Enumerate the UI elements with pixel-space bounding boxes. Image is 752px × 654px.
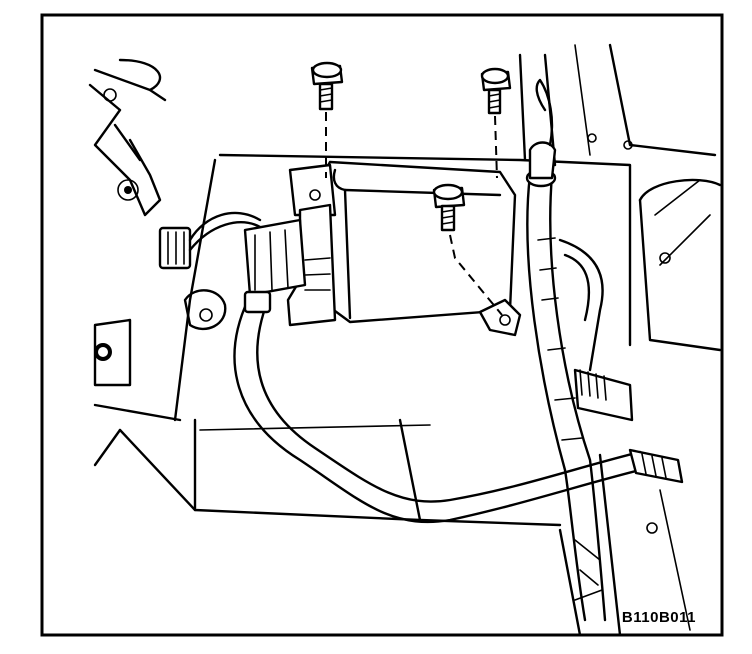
bolt-axis-line xyxy=(494,115,498,179)
floor-panel-structure xyxy=(93,43,722,637)
bolt-axis-line xyxy=(449,234,503,316)
mounting-boss xyxy=(93,289,227,387)
bolt-top-left xyxy=(310,61,344,111)
wiring-harness xyxy=(525,78,634,622)
bolt-center xyxy=(432,183,466,232)
control-module xyxy=(243,160,522,337)
bolt-top-right xyxy=(480,67,512,115)
diagram-frame xyxy=(40,13,724,637)
upper-left-bracket xyxy=(88,58,167,217)
diagram-code-label: B110B011 xyxy=(621,609,696,626)
side-connector xyxy=(158,211,264,270)
hose-assembly xyxy=(233,290,684,524)
